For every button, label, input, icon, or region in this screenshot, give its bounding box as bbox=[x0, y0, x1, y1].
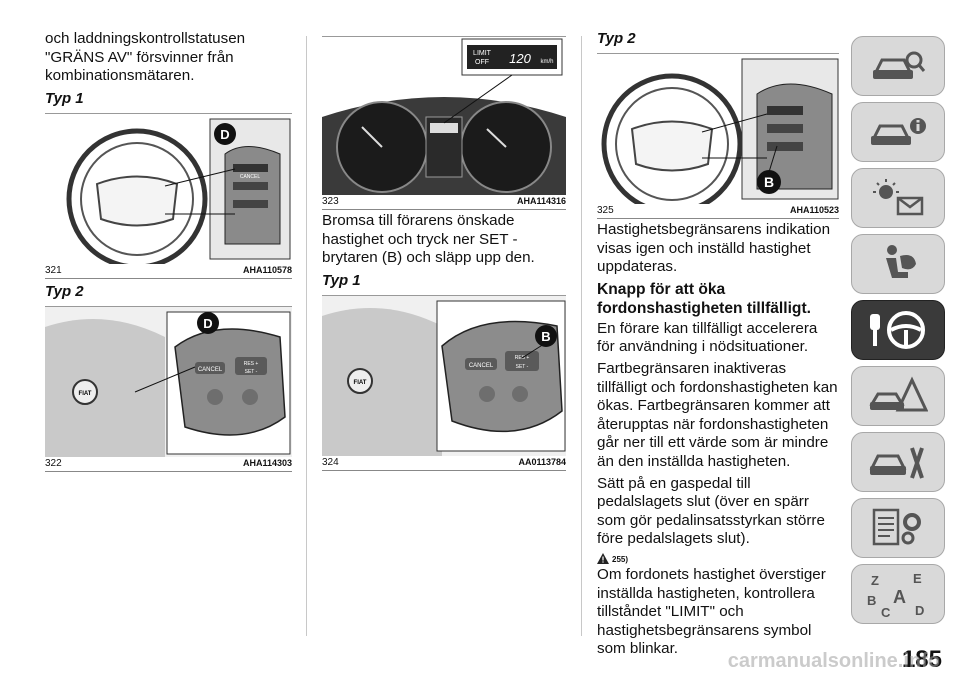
cancel-label: CANCEL bbox=[198, 367, 223, 373]
type1-heading: Typ 1 bbox=[322, 271, 361, 289]
figure-code: AHA114303 bbox=[242, 457, 292, 468]
figure-324: FIAT CANCEL RES + SET - B 324 AA0113784 bbox=[322, 294, 566, 471]
section-heading: Knapp för att öka fordonshastigheten til… bbox=[597, 280, 811, 317]
cancel-label: CANCEL bbox=[240, 174, 261, 180]
deactivation-paragraph: Fartbegränsaren inaktiveras tillfälligt … bbox=[597, 359, 838, 470]
figure-322: FIAT CANCEL RES + SET - D 322 AHA114303 bbox=[45, 305, 292, 472]
car-warning-triangle-icon bbox=[869, 376, 928, 412]
figure-code: AHA110523 bbox=[789, 205, 839, 215]
set-label: SET - bbox=[245, 369, 258, 375]
tab-car-warning-triangle[interactable] bbox=[851, 366, 945, 426]
figure-321: CANCEL D 321 AHA110578 bbox=[45, 112, 292, 279]
figure-caption: 321 AHA110578 bbox=[45, 264, 292, 279]
callout-d: D bbox=[203, 316, 212, 331]
res-label: RES + bbox=[244, 361, 259, 367]
alphabet-index-icon: Z E B A C D bbox=[867, 571, 924, 619]
steering-wheel-type2-button-illustration: B bbox=[601, 58, 839, 204]
limit-text: LIMIT bbox=[473, 50, 492, 57]
letter-b: B bbox=[867, 593, 876, 608]
cancel-label: CANCEL bbox=[469, 363, 494, 369]
letter-d: D bbox=[915, 603, 924, 618]
set-paragraph: Bromsa till förarens önskade hastighet o… bbox=[322, 212, 535, 267]
tab-car-tools[interactable] bbox=[851, 432, 945, 492]
car-tools-icon bbox=[869, 447, 924, 479]
pedal-paragraph: Sätt på en gaspedal till pedalslagets sl… bbox=[597, 474, 825, 548]
airbag-seat-icon bbox=[886, 245, 916, 278]
column-2: LIMIT OFF 120 km/h 323 AHA114316 Bromsa … bbox=[322, 30, 566, 471]
figure-caption: 322 AHA114303 bbox=[45, 457, 292, 472]
speed-text: 120 bbox=[509, 51, 531, 66]
type1-heading: Typ 1 bbox=[45, 89, 84, 107]
emergency-paragraph: En förare kan tillfälligt accelerera för… bbox=[597, 319, 818, 356]
tab-airbag-seat[interactable] bbox=[851, 234, 945, 294]
instrument-cluster-illustration: LIMIT OFF 120 km/h bbox=[322, 38, 566, 195]
figure-number: 323 bbox=[322, 196, 339, 207]
column-3: Typ 2 B 325 AHA110523 Hastighetsbegränsa… bbox=[597, 30, 839, 659]
warning-lights-icon bbox=[873, 179, 924, 216]
figure-code: AHA110578 bbox=[242, 264, 292, 275]
page-number: 185 bbox=[901, 646, 942, 673]
letter-c: C bbox=[881, 605, 891, 619]
tab-specs-gear[interactable] bbox=[851, 498, 945, 558]
figure-323: LIMIT OFF 120 km/h 323 AHA114316 bbox=[322, 36, 566, 210]
key-steering-wheel-icon bbox=[870, 311, 925, 349]
tab-car-info[interactable] bbox=[851, 102, 945, 162]
overspeed-paragraph: Om fordonets hastighet överstiger instäl… bbox=[597, 565, 826, 658]
figure-number: 322 bbox=[45, 457, 62, 469]
callout-b: B bbox=[764, 174, 774, 190]
letter-z: Z bbox=[871, 573, 879, 588]
column-divider bbox=[581, 36, 582, 636]
figure-325: B 325 AHA110523 bbox=[597, 53, 839, 219]
warning-ref-number: 255) bbox=[612, 554, 629, 564]
figure-number: 321 bbox=[45, 264, 62, 276]
intro-text: och laddningskontrollstatusen "GRÄNS AV"… bbox=[45, 30, 246, 85]
car-info-icon bbox=[871, 118, 926, 145]
tab-warning-lights[interactable] bbox=[851, 168, 945, 228]
unit-text: km/h bbox=[540, 59, 553, 65]
warning-triangle-icon bbox=[597, 552, 609, 564]
car-search-icon bbox=[873, 51, 926, 79]
tab-key-steering-wheel[interactable] bbox=[851, 300, 945, 360]
indication-paragraph: Hastighetsbegränsarens indikation visas … bbox=[597, 221, 831, 276]
set-label: SET - bbox=[516, 364, 529, 370]
steering-wheel-type1-illustration: CANCEL D bbox=[66, 118, 291, 264]
callout-d: D bbox=[220, 127, 229, 142]
fiat-logo: FIAT bbox=[354, 380, 367, 386]
type2-heading: Typ 2 bbox=[45, 282, 84, 300]
column-1: och laddningskontrollstatusen "GRÄNS AV"… bbox=[45, 30, 292, 472]
tab-alphabet-index[interactable]: Z E B A C D bbox=[851, 564, 945, 624]
letter-a: A bbox=[893, 587, 906, 607]
fiat-logo: FIAT bbox=[79, 391, 92, 397]
specs-gear-icon bbox=[872, 508, 921, 546]
figure-code: AHA114316 bbox=[516, 196, 566, 206]
column-divider bbox=[306, 36, 307, 636]
figure-number: 325 bbox=[597, 205, 614, 216]
figure-caption: 324 AA0113784 bbox=[322, 456, 566, 471]
steering-wheel-type2-illustration: FIAT CANCEL RES + SET - D bbox=[45, 306, 292, 457]
figure-number: 324 bbox=[322, 456, 339, 468]
figure-caption: 323 AHA114316 bbox=[322, 195, 566, 210]
watermark: carmanualsonline.info bbox=[727, 650, 940, 672]
warning-reference: 255) bbox=[597, 552, 839, 564]
letter-e: E bbox=[913, 571, 922, 586]
figure-code: AA0113784 bbox=[518, 456, 566, 467]
steering-wheel-type1-button-illustration: FIAT CANCEL RES + SET - B bbox=[322, 295, 566, 456]
chapter-tabs: Z E B A C D bbox=[851, 36, 947, 630]
tab-car-search[interactable] bbox=[851, 36, 945, 96]
type2-heading: Typ 2 bbox=[597, 30, 636, 47]
off-text: OFF bbox=[475, 59, 489, 66]
figure-caption: 325 AHA110523 bbox=[597, 204, 839, 219]
callout-b: B bbox=[541, 329, 550, 344]
